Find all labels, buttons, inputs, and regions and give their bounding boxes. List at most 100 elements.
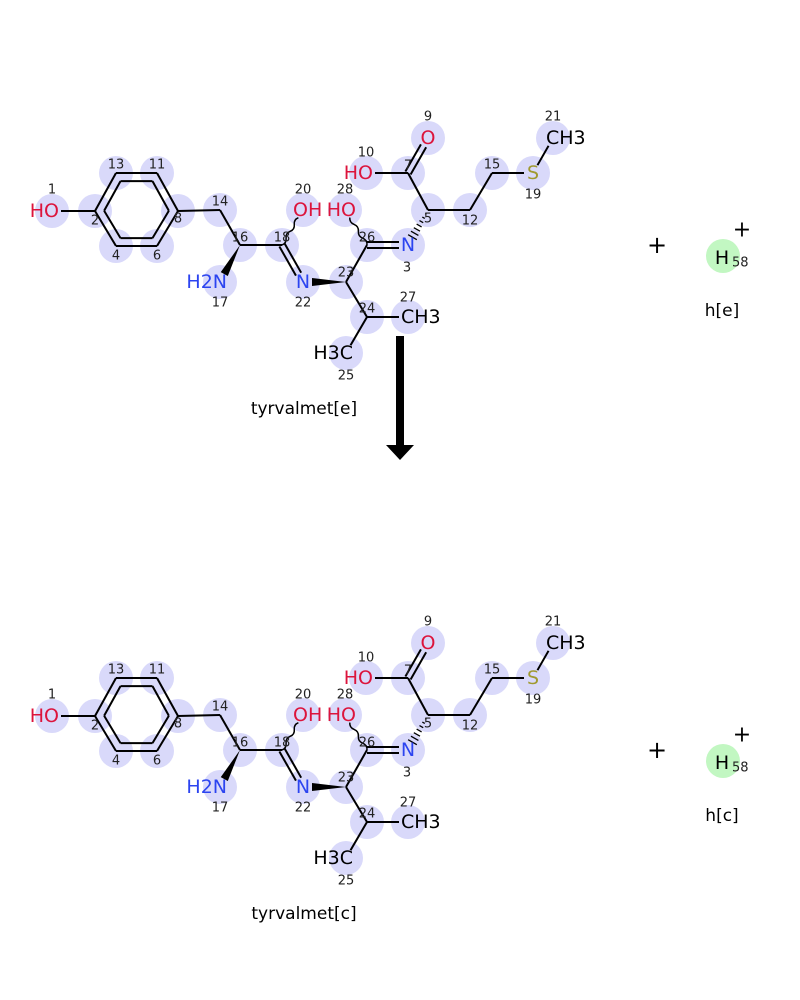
single-bond <box>345 786 368 823</box>
wavy-bond <box>281 722 299 751</box>
single-bond <box>349 316 368 346</box>
atom-label-27: CH3 <box>401 811 441 833</box>
atom-highlight <box>536 626 570 660</box>
atom-number: 7 <box>404 664 412 679</box>
atom-number: 20 <box>295 183 312 198</box>
atom-label-10: HO <box>344 162 373 184</box>
double-bond <box>404 143 422 173</box>
atom-highlight <box>391 733 425 767</box>
atom-number: 10 <box>358 651 375 666</box>
single-bond <box>407 172 429 211</box>
atom-number: 18 <box>274 231 291 246</box>
atom-highlight <box>329 336 363 370</box>
atom-number: 22 <box>295 296 312 311</box>
hashed-bond <box>413 227 421 232</box>
single-bond <box>219 209 241 246</box>
wavy-bond <box>281 217 299 246</box>
proton-name: h[e] <box>705 301 740 321</box>
atom-highlight <box>286 698 320 732</box>
hashed-bond <box>419 220 424 224</box>
atom-number: 8 <box>174 212 182 227</box>
wavy-bond <box>349 722 368 751</box>
atom-number: 24 <box>359 302 376 317</box>
single-bond <box>177 209 221 212</box>
atom-highlight <box>391 805 425 839</box>
atom-highlight <box>328 698 362 732</box>
aromatic-bond <box>151 685 170 717</box>
atom-number: 27 <box>400 291 417 306</box>
atom-label-3: N <box>401 739 415 761</box>
atom-label-9: O <box>421 632 436 654</box>
atom-number: 4 <box>112 249 120 264</box>
single-bond <box>469 172 493 211</box>
atom-number: 24 <box>359 807 376 822</box>
hashed-bond <box>416 223 422 228</box>
atom-label-21: CH3 <box>546 127 586 149</box>
atom-label-9: O <box>421 127 436 149</box>
atom-number: 18 <box>274 736 291 751</box>
atom-label-22: N <box>296 776 310 798</box>
single-bond <box>536 145 550 166</box>
wavy-bond <box>349 217 368 246</box>
single-bond <box>349 821 368 851</box>
atom-number: 23 <box>338 266 355 281</box>
atom-number: 6 <box>153 754 161 769</box>
molecule-tyrvalmet-e: HO12N345678O9HO10111213141516H2N1718S19O… <box>30 110 586 384</box>
wedge-bond <box>220 750 240 781</box>
double-bond <box>409 146 428 175</box>
atom-label-28: HO <box>327 704 356 726</box>
atom-number: 21 <box>545 110 562 125</box>
single-bond <box>219 714 241 751</box>
atom-number: 12 <box>462 719 479 734</box>
atom-number: 3 <box>403 261 411 276</box>
single-bond <box>94 172 117 212</box>
atom-number: 19 <box>525 188 542 203</box>
hashed-bond <box>424 717 427 720</box>
single-bond <box>407 677 429 716</box>
single-bond <box>345 749 368 788</box>
atom-number: 3 <box>403 766 411 781</box>
proton-symbol: H <box>715 247 729 269</box>
aromatic-bond <box>103 210 122 239</box>
atom-number: 7 <box>404 159 412 174</box>
atom-number: 1 <box>48 183 56 198</box>
atom-highlight <box>35 194 69 228</box>
atom-number: 23 <box>338 771 355 786</box>
atom-number: 22 <box>295 801 312 816</box>
single-bond <box>156 715 179 752</box>
aromatic-bond <box>151 715 170 744</box>
aromatic-bond <box>103 685 122 717</box>
atom-number: 8 <box>174 717 182 732</box>
plus-sign: + <box>647 736 667 764</box>
proton-atom-number: 58 <box>732 256 749 271</box>
atom-highlight <box>349 156 383 190</box>
single-bond <box>156 677 179 717</box>
atom-number: 9 <box>424 615 432 630</box>
atom-highlight <box>35 699 69 733</box>
atom-highlight <box>536 121 570 155</box>
double-bond <box>283 748 303 779</box>
molecule-name-bottom: tyrvalmet[c] <box>251 904 356 924</box>
single-bond <box>345 281 368 318</box>
atom-label-27: CH3 <box>401 306 441 328</box>
atom-label-25: H3C <box>313 342 353 364</box>
hashed-bond <box>416 728 422 733</box>
atom-label-19: S <box>527 667 539 689</box>
single-bond <box>94 210 117 247</box>
atom-number: 15 <box>484 663 501 678</box>
atom-highlight <box>286 193 320 227</box>
atom-label-21: CH3 <box>546 632 586 654</box>
atom-number: 26 <box>359 736 376 751</box>
wedge-bond <box>220 245 240 276</box>
atom-highlight <box>516 156 550 190</box>
molecule-name-top: tyrvalmet[e] <box>251 399 357 419</box>
atom-number: 27 <box>400 796 417 811</box>
atom-label-3: N <box>401 234 415 256</box>
double-bond <box>278 750 297 782</box>
atom-number: 15 <box>484 158 501 173</box>
hashed-bond <box>410 735 419 741</box>
atom-number: 10 <box>358 146 375 161</box>
wedge-bond <box>312 278 346 286</box>
hashed-bond <box>421 721 426 725</box>
proton-symbol: H <box>715 752 729 774</box>
